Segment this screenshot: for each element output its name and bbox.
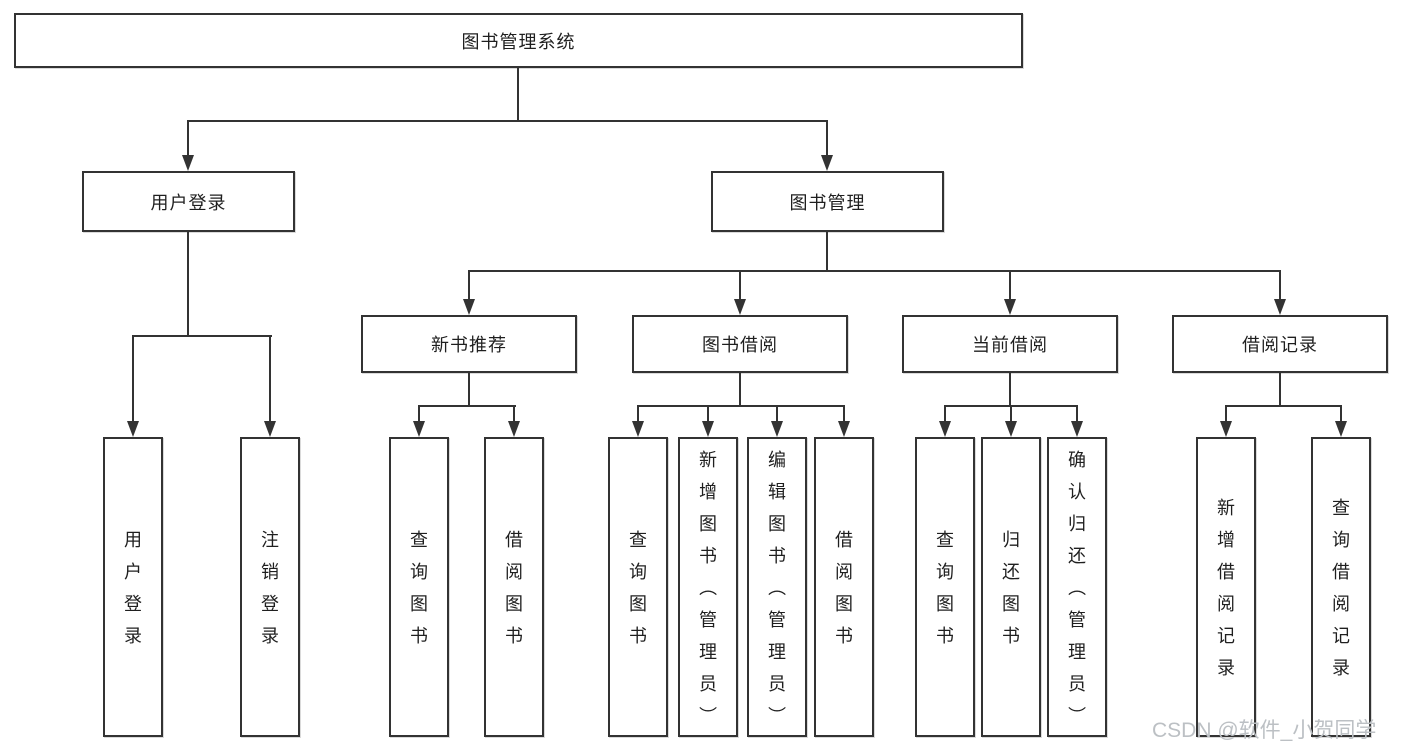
arrowhead-down — [264, 421, 276, 437]
arrowhead-down — [1220, 421, 1232, 437]
node-label: 图书管理 — [789, 192, 866, 213]
connector — [826, 232, 828, 270]
node-book-borrow: 图书借阅 — [632, 315, 848, 373]
node-label: 用户登录 — [124, 530, 142, 646]
connector — [513, 405, 515, 422]
connector — [1340, 405, 1342, 422]
arrowhead-down — [1274, 299, 1286, 315]
leaf-add-borrow-record: 新增借阅记录 — [1196, 437, 1256, 737]
node-label: 用户登录 — [150, 192, 227, 213]
leaf-query-borrow-record: 查询借阅记录 — [1311, 437, 1371, 737]
arrowhead-down — [1071, 421, 1083, 437]
node-user-login: 用户登录 — [82, 171, 295, 232]
arrowhead-down — [734, 299, 746, 315]
arrowhead-down — [771, 421, 783, 437]
connector — [1225, 405, 1342, 407]
node-label: 查询图书 — [410, 530, 428, 646]
arrowhead-down — [702, 421, 714, 437]
arrowhead-down — [1004, 299, 1016, 315]
connector — [1076, 405, 1078, 422]
connector — [187, 232, 189, 335]
leaf-logout: 注销登录 — [240, 437, 300, 737]
connector — [1225, 405, 1227, 422]
node-new-book-recommend: 新书推荐 — [361, 315, 577, 373]
connector — [468, 270, 470, 300]
connector — [637, 405, 845, 407]
arrowhead-down — [821, 155, 833, 171]
node-label: 借阅图书 — [835, 530, 853, 646]
leaf-return-book: 归还图书 — [981, 437, 1041, 737]
connector — [1279, 373, 1281, 405]
node-label: 新增图书（管理员） — [697, 450, 717, 724]
node-borrow-records: 借阅记录 — [1172, 315, 1388, 373]
arrowhead-down — [127, 421, 139, 437]
arrowhead-down — [1005, 421, 1017, 437]
connector — [843, 405, 845, 422]
connector — [187, 120, 828, 122]
connector — [739, 270, 741, 300]
connector — [776, 405, 778, 422]
arrowhead-down — [508, 421, 520, 437]
connector — [1009, 270, 1011, 300]
node-label: 新增借阅记录 — [1217, 498, 1235, 678]
connector — [1009, 373, 1011, 405]
arrowhead-down — [632, 421, 644, 437]
node-label: 查询借阅记录 — [1332, 498, 1350, 678]
node-label: 当前借阅 — [972, 335, 1048, 355]
node-book-management: 图书管理 — [711, 171, 944, 232]
node-label: 借阅记录 — [1242, 335, 1318, 355]
node-label: 借阅图书 — [505, 530, 523, 646]
connector — [132, 335, 272, 337]
arrowhead-down — [939, 421, 951, 437]
leaf-user-login: 用户登录 — [103, 437, 163, 737]
node-root-system: 图书管理系统 — [14, 13, 1023, 68]
leaf-query-book-3: 查询图书 — [915, 437, 975, 737]
arrowhead-down — [413, 421, 425, 437]
connector — [739, 373, 741, 405]
connector — [637, 405, 639, 422]
node-label: 编辑图书（管理员） — [766, 450, 786, 724]
connector — [517, 68, 519, 120]
connector — [826, 120, 828, 156]
leaf-query-book-1: 查询图书 — [389, 437, 449, 737]
connector — [468, 270, 1281, 272]
node-label: 确认归还（管理员） — [1066, 450, 1086, 724]
node-label: 注销登录 — [261, 530, 279, 646]
leaf-borrow-book-2: 借阅图书 — [814, 437, 874, 737]
connector — [707, 405, 709, 422]
connector — [187, 120, 189, 156]
arrowhead-down — [1335, 421, 1347, 437]
leaf-borrow-book-1: 借阅图书 — [484, 437, 544, 737]
connector — [944, 405, 946, 422]
leaf-query-book-2: 查询图书 — [608, 437, 668, 737]
leaf-confirm-return: 确认归还（管理员） — [1047, 437, 1107, 737]
node-label: 新书推荐 — [431, 335, 507, 355]
arrowhead-down — [463, 299, 475, 315]
csdn-watermark: CSDN @软件_小贺同学 — [1152, 719, 1377, 742]
connector — [418, 405, 516, 407]
connector — [468, 373, 470, 405]
connector — [132, 335, 134, 422]
connector — [1279, 270, 1281, 300]
arrowhead-down — [182, 155, 194, 171]
connector — [418, 405, 420, 422]
node-label: 图书管理系统 — [461, 31, 576, 52]
node-current-borrow: 当前借阅 — [902, 315, 1118, 373]
leaf-add-book-admin: 新增图书（管理员） — [678, 437, 738, 737]
arrowhead-down — [838, 421, 850, 437]
leaf-edit-book-admin: 编辑图书（管理员） — [747, 437, 807, 737]
node-label: 查询图书 — [936, 530, 954, 646]
connector — [1010, 405, 1012, 422]
connector — [269, 335, 271, 422]
node-label: 图书借阅 — [702, 335, 778, 355]
node-label: 归还图书 — [1002, 530, 1020, 646]
node-label: 查询图书 — [629, 530, 647, 646]
